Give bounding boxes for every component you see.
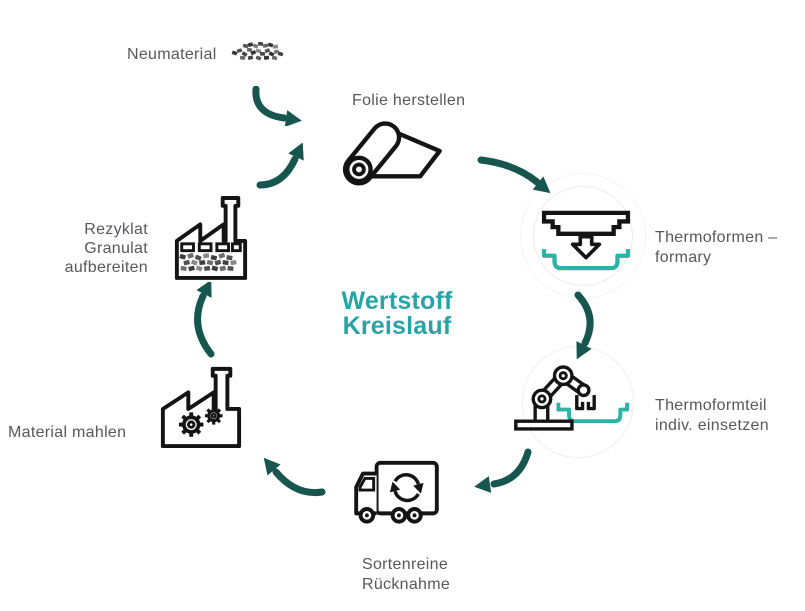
- stage-label-material-mahlen: Material mahlen: [8, 424, 127, 441]
- granulate-pile-icon: [231, 41, 284, 61]
- arrow-thermoformteil-to-ruecknahme: [474, 448, 532, 493]
- diagram-title: Wertstoff Kreislauf: [307, 289, 487, 339]
- arrow-folie-to-thermoformen: [477, 156, 551, 194]
- stage-label-rezyklat: Rezyklat Granulat aufbereiten: [64, 221, 148, 276]
- factory-gears-icon: [160, 366, 242, 449]
- arrow-neumaterial-to-folie: [252, 86, 302, 126]
- thermoforming-press-icon: [541, 210, 631, 271]
- decor-circle: [533, 186, 633, 286]
- arrow-ruecknahme-to-mahlen: [263, 457, 326, 497]
- stage-label-neumaterial: Neumaterial: [127, 46, 217, 63]
- diagram-title-line: Kreislauf: [342, 312, 452, 340]
- robot-arm-tray-icon: [514, 365, 630, 431]
- film-roll-icon: [342, 121, 442, 186]
- arrow-rezyklat-to-folie: [256, 143, 304, 189]
- recycling-truck-icon: [354, 460, 439, 524]
- arrow-thermoformen-to-thermoformteil: [574, 291, 594, 359]
- arrow-mahlen-to-rezyklat: [194, 282, 215, 358]
- stage-label-sortenreine-ruecknahme: Sortenreine Rücknahme: [362, 556, 451, 593]
- diagram-title-line: Wertstoff: [341, 287, 453, 315]
- factory-granulate-icon: [174, 196, 248, 280]
- stage-label-folie-herstellen: Folie herstellen: [352, 92, 466, 109]
- stage-label-thermoformteil: Thermoformteil indiv. einsetzen: [655, 397, 769, 434]
- recycle-arrows-icon: [389, 473, 424, 503]
- stage-label-thermoformen: Thermoformen – formary: [655, 229, 778, 266]
